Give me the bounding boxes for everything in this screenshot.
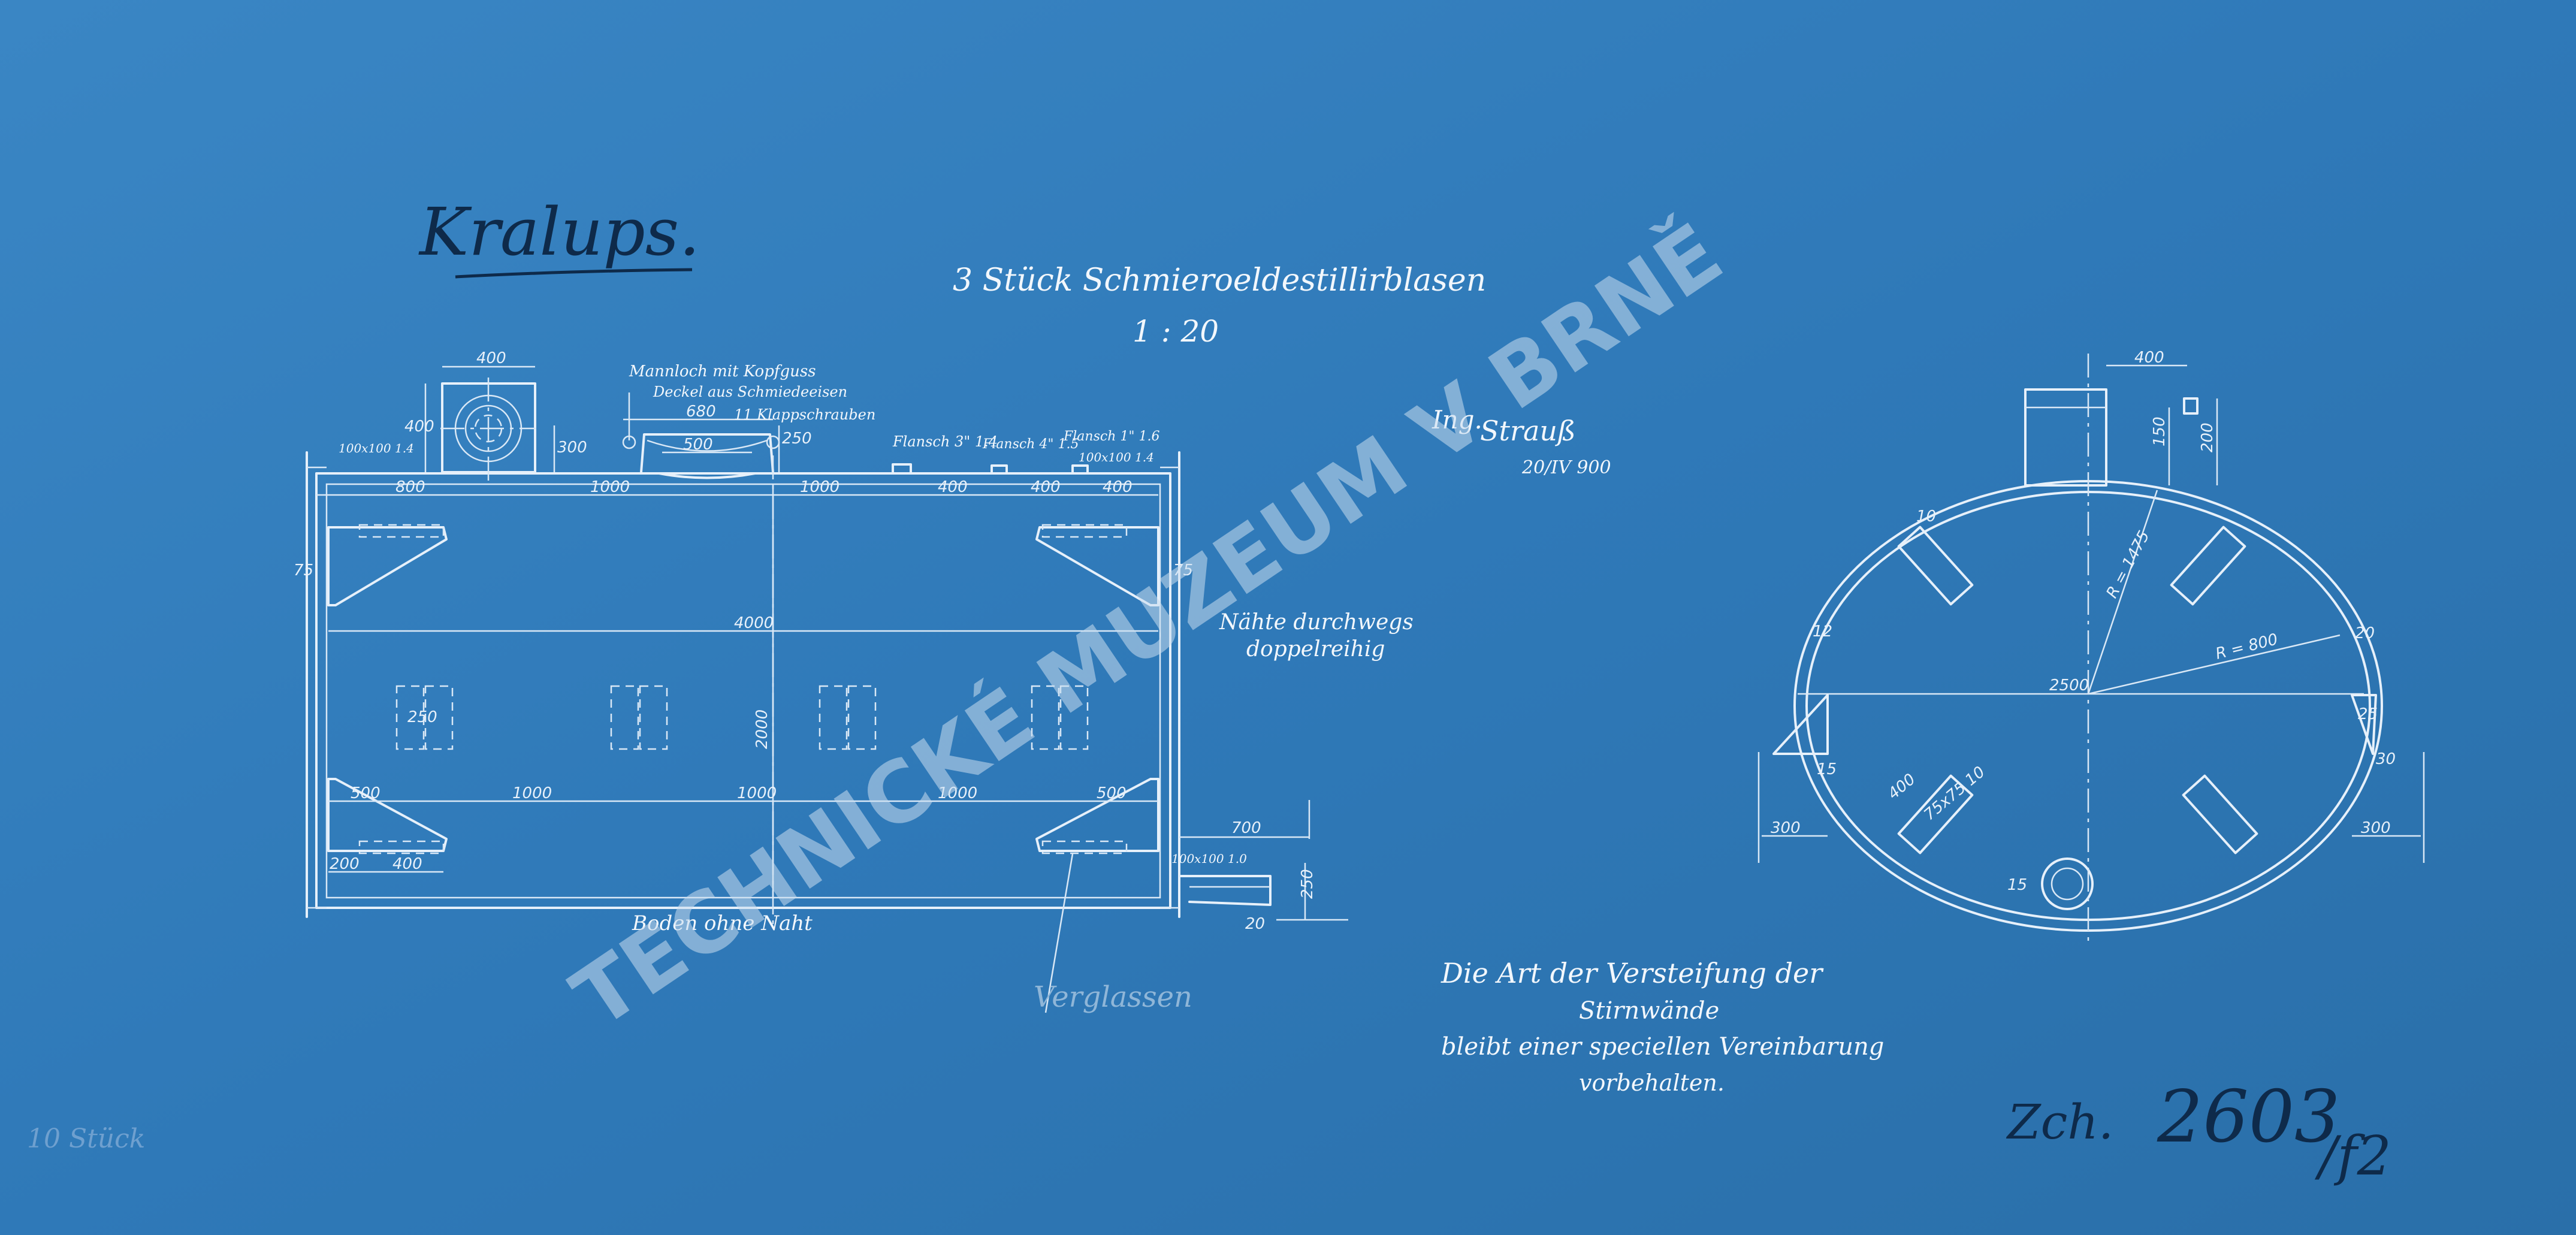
- top-nozzle: [440, 378, 536, 485]
- svg-text:75: 75: [294, 561, 313, 579]
- svg-text:4000: 4000: [734, 614, 774, 632]
- corner-note: 10 Stück: [27, 1124, 145, 1154]
- svg-text:Deckel aus Schmiedeeisen: Deckel aus Schmiedeeisen: [653, 384, 847, 400]
- end-ribs: [1897, 526, 2258, 854]
- svg-text:75: 75: [1173, 561, 1193, 579]
- svg-text:250: 250: [1298, 869, 1316, 899]
- svg-text:400: 400: [938, 478, 968, 496]
- stiffener-br: [1035, 778, 1159, 852]
- svg-text:200: 200: [2198, 422, 2216, 452]
- end-bracket-left: [1772, 694, 1829, 755]
- svg-text:400: 400: [476, 349, 506, 367]
- svg-text:30: 30: [2376, 750, 2396, 768]
- svg-text:15: 15: [2007, 876, 2027, 894]
- svg-text:400: 400: [1031, 478, 1061, 496]
- svg-text:11 Klappschrauben: 11 Klappschrauben: [734, 406, 875, 423]
- end-bottom-outlet: [2041, 857, 2094, 910]
- svg-text:20: 20: [1245, 915, 1265, 933]
- svg-text:400: 400: [404, 418, 434, 436]
- svg-text:700: 700: [1231, 819, 1261, 837]
- svg-text:100x100 1.4: 100x100 1.4: [1079, 450, 1154, 464]
- svg-text:200: 200: [330, 855, 360, 873]
- title-block: Kralups. 3 Stück Schmieroeldestillirblas…: [418, 194, 1486, 349]
- internal-stiffeners: [395, 685, 1089, 750]
- svg-text:1000: 1000: [512, 784, 552, 802]
- svg-text:12: 12: [1813, 623, 1832, 641]
- title-main: 3 Stück Schmieroeldestillirblasen: [953, 262, 1486, 298]
- svg-text:Nähte durchwegs: Nähte durchwegs: [1219, 610, 1414, 635]
- approval-name: Strauß: [1480, 415, 1576, 447]
- svg-text:300: 300: [557, 439, 587, 457]
- svg-text:300: 300: [1771, 819, 1801, 837]
- end-top-nozzle: [2024, 388, 2107, 487]
- svg-text:1000: 1000: [800, 478, 839, 496]
- svg-text:1000: 1000: [737, 784, 777, 802]
- drawing-number: Zch. 2603 /f2: [2006, 1076, 2391, 1188]
- title-scale: 1 : 20: [1133, 314, 1219, 349]
- svg-text:Flansch 1" 1.6: Flansch 1" 1.6: [1063, 429, 1159, 444]
- svg-text:Boden ohne Naht: Boden ohne Naht: [632, 911, 813, 935]
- end-bracket-right: [2351, 694, 2377, 755]
- svg-text:250: 250: [407, 708, 437, 726]
- svg-text:800: 800: [395, 478, 425, 496]
- end-view: [1757, 354, 2425, 941]
- drawing-number-suffix: /f2: [2314, 1125, 2391, 1188]
- svg-text:150: 150: [2151, 416, 2169, 446]
- svg-text:Flansch 3" 1.4: Flansch 3" 1.4: [892, 433, 998, 450]
- note-line-2: Stirnwände: [1579, 997, 1719, 1025]
- note-line-1: Die Art der Versteifung der: [1440, 957, 1824, 989]
- svg-text:500: 500: [1097, 784, 1127, 802]
- svg-text:1000: 1000: [938, 784, 977, 802]
- drawing-number-prefix: Zch.: [2006, 1094, 2113, 1150]
- title-underline: [455, 268, 693, 279]
- svg-text:400: 400: [2134, 349, 2164, 367]
- svg-text:400: 400: [392, 855, 422, 873]
- svg-text:400: 400: [1103, 478, 1133, 496]
- side-dimension-labels: 400 680 500 400 300 250 800 1000 1000 40…: [294, 349, 1316, 933]
- side-labels: Mannloch mit Kopfguss Deckel aus Schmied…: [339, 363, 1414, 1014]
- svg-text:15: 15: [1817, 760, 1837, 778]
- manhole: [622, 433, 780, 479]
- shell-inner-line: [325, 483, 1161, 899]
- svg-text:500: 500: [683, 436, 713, 454]
- note-line-3: bleibt einer speciellen Vereinbarung: [1441, 1033, 1884, 1061]
- svg-text:680: 680: [686, 403, 716, 421]
- svg-text:10: 10: [1916, 508, 1936, 526]
- svg-text:100x100 1.0: 100x100 1.0: [1171, 851, 1247, 866]
- side-dimensions: [316, 366, 1348, 1013]
- svg-text:Flansch 4" 1.5: Flansch 4" 1.5: [982, 437, 1079, 452]
- shell-outline: [315, 472, 1171, 909]
- drawing-number-value: 2603: [2157, 1076, 2340, 1159]
- stiffening-note: Die Art der Versteifung der Stirnwände b…: [1440, 957, 1884, 1096]
- approval-date: 20/IV 900: [1521, 457, 1611, 478]
- note-line-4: vorbehalten.: [1579, 1070, 1725, 1096]
- svg-text:1000: 1000: [590, 478, 630, 496]
- svg-text:2000: 2000: [753, 709, 771, 749]
- svg-text:20: 20: [2355, 624, 2375, 642]
- svg-text:100x100 1.4: 100x100 1.4: [339, 441, 414, 455]
- title-place: Kralups.: [418, 194, 700, 270]
- svg-text:250: 250: [782, 430, 812, 448]
- side-elevation: 400 680 500 400 300 250 800 1000 1000 40…: [294, 349, 1414, 1014]
- svg-text:300: 300: [2361, 819, 2391, 837]
- stiffener-bl: [327, 778, 448, 852]
- approval-prefix: Ing.: [1432, 405, 1482, 434]
- approval-signature: Ing. Strauß 20/IV 900: [1432, 405, 1611, 478]
- svg-text:25: 25: [2358, 705, 2378, 723]
- svg-text:500: 500: [351, 784, 380, 802]
- svg-text:2500: 2500: [2049, 677, 2089, 695]
- stiffener-tr: [1035, 526, 1159, 606]
- svg-text:doppelreihig: doppelreihig: [1246, 637, 1385, 662]
- stiffener-tl: [327, 526, 448, 606]
- pencil-note: Verglassen: [1034, 980, 1192, 1014]
- svg-text:Mannloch mit Kopfguss: Mannloch mit Kopfguss: [629, 363, 816, 381]
